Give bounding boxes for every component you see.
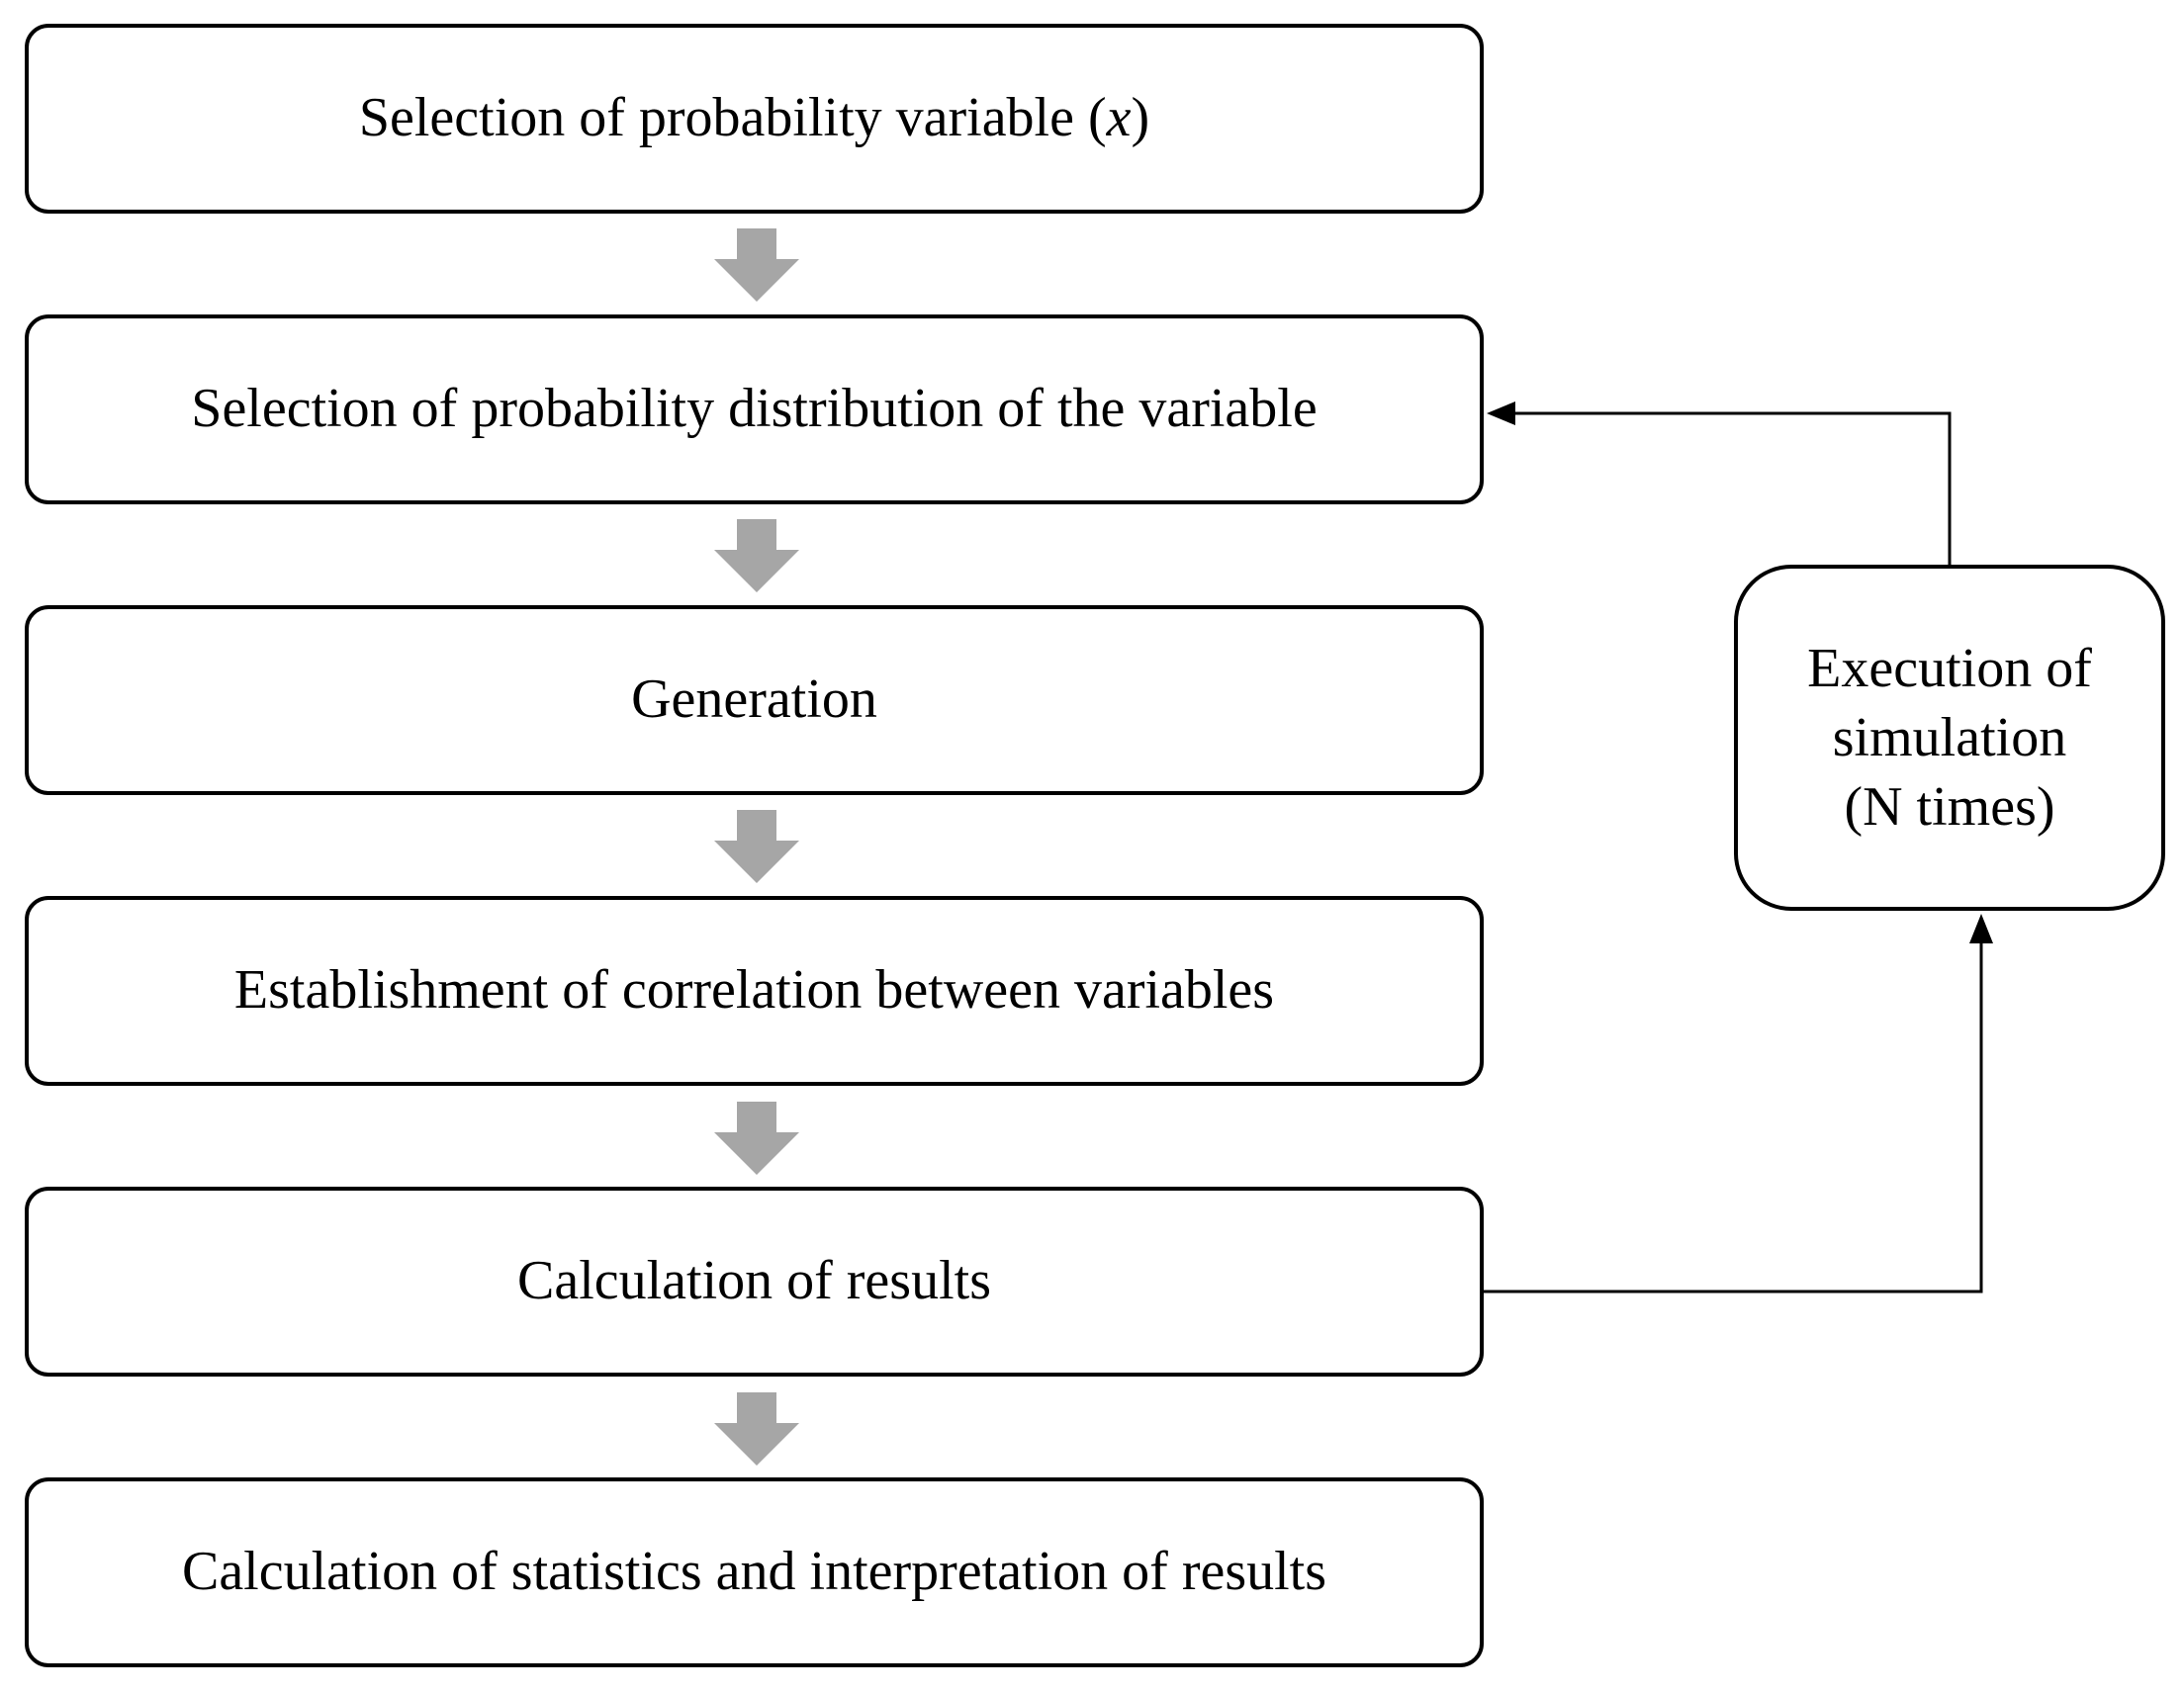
step-box-statistics: Calculation of statistics and interpreta… xyxy=(25,1477,1484,1667)
loop-box-execution: Execution of simulation (N times) xyxy=(1734,565,2165,911)
loop-label-line-3: (N times) xyxy=(1844,776,2055,838)
step-box-generation: Generation xyxy=(25,605,1484,795)
step-box-select-distribution: Selection of probability distribution of… xyxy=(25,314,1484,504)
down-arrow-5 xyxy=(714,1392,799,1466)
loop-box-text: Execution of simulation (N times) xyxy=(1807,634,2092,842)
feedback-arrowhead-left xyxy=(1487,401,1515,425)
down-arrow-4 xyxy=(714,1102,799,1175)
step-box-select-variable: Selection of probability variable (x) xyxy=(25,24,1484,214)
step-label-calculation-results: Calculation of results xyxy=(516,1250,991,1312)
feedback-line-to-step-2 xyxy=(1500,411,1952,565)
down-arrow-3 xyxy=(714,810,799,883)
loop-label-line-1: Execution of xyxy=(1807,638,2092,699)
step-label-correlation: Establishment of correlation between var… xyxy=(233,959,1275,1022)
step-box-correlation: Establishment of correlation between var… xyxy=(25,896,1484,1086)
step-label-select-distribution: Selection of probability distribution of… xyxy=(191,378,1318,440)
step-label-select-variable: Selection of probability variable (x) xyxy=(358,87,1150,149)
down-arrow-1 xyxy=(714,228,799,302)
step-box-calculation-results: Calculation of results xyxy=(25,1187,1484,1377)
down-arrow-2 xyxy=(714,519,799,592)
step-label-statistics: Calculation of statistics and interpreta… xyxy=(181,1541,1327,1603)
feedback-arrowhead-up xyxy=(1969,914,1993,943)
loop-label-line-2: simulation xyxy=(1832,707,2067,768)
variable-x: x xyxy=(1106,87,1132,149)
feedback-line-to-loop xyxy=(1484,926,1983,1293)
step-label-generation: Generation xyxy=(631,669,877,731)
